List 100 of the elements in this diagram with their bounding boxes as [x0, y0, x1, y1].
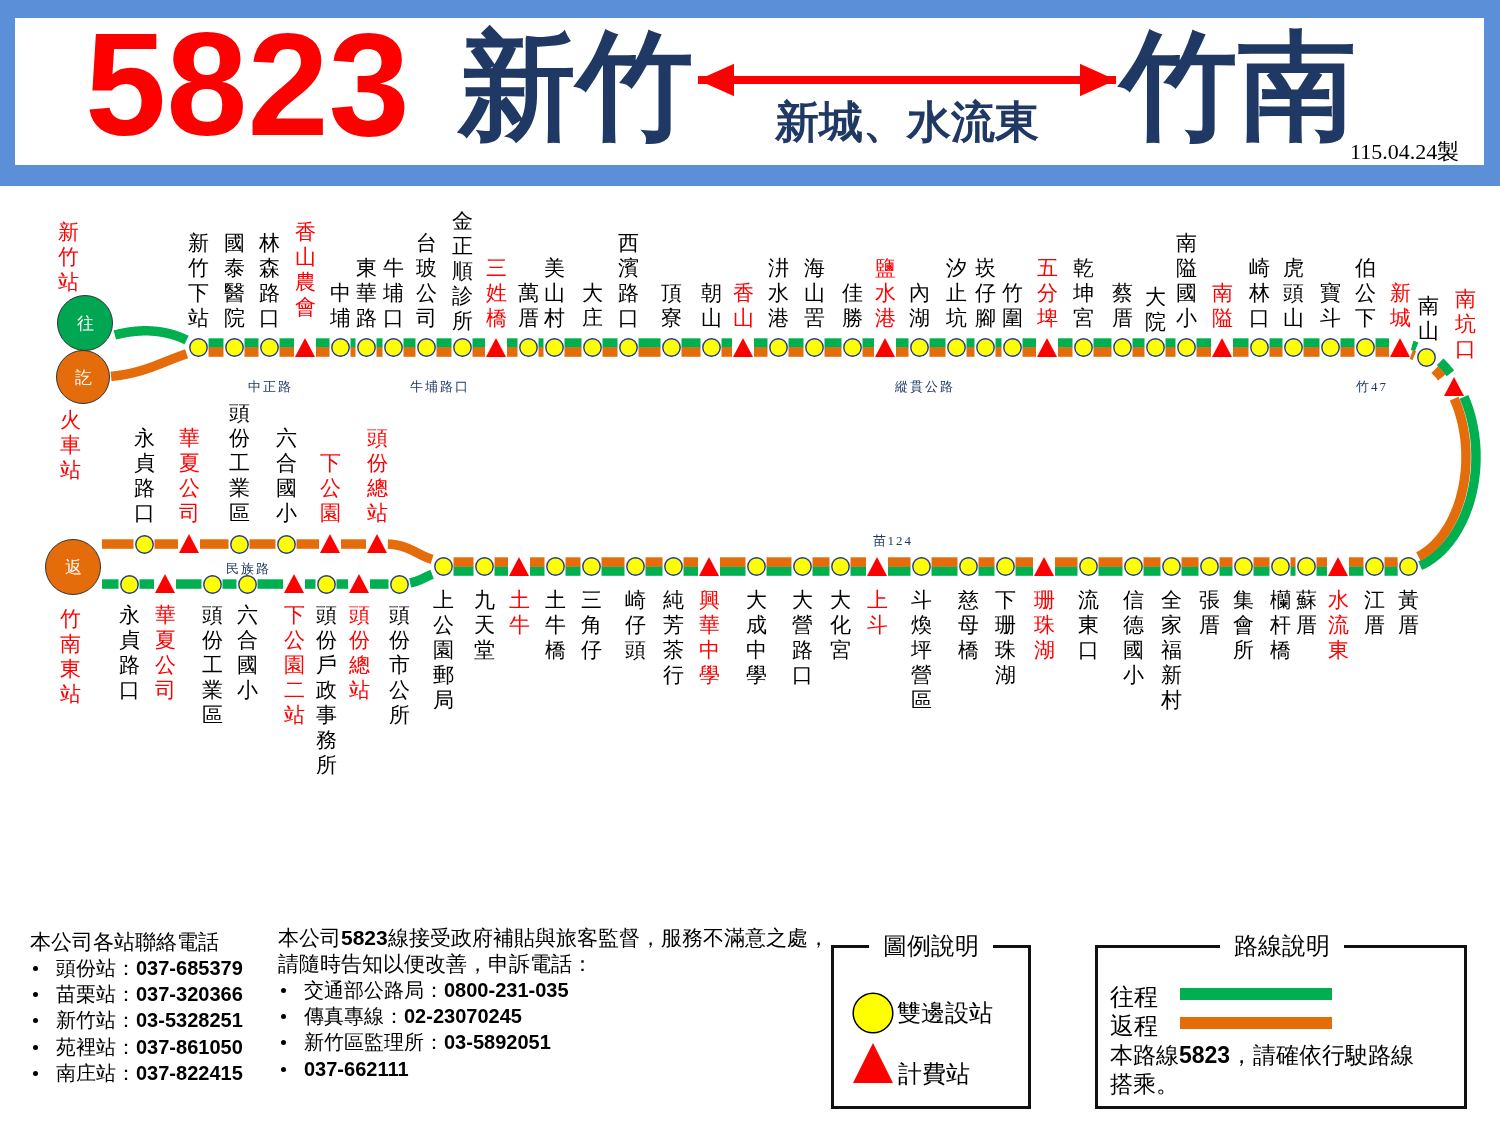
- station-name: 六合國小: [274, 426, 298, 526]
- route-line: [1093, 347, 1112, 357]
- route-line: [403, 338, 416, 348]
- road-name: 民族路: [225, 561, 271, 577]
- stop-dot-icon: [259, 338, 279, 357]
- route-line: [296, 539, 319, 549]
- route-line: [376, 338, 383, 348]
- route-note: 本路線5823，請確依行駛路線搭乘。: [1110, 1041, 1416, 1099]
- phone-list-item: 新竹區監理所：03-5892051: [279, 1029, 551, 1056]
- route-line: [1349, 566, 1364, 576]
- station-name: 南隘: [1210, 281, 1234, 331]
- stop-dot-icon: [188, 338, 208, 357]
- fare-triangle-icon: [1034, 556, 1054, 576]
- route-line: [1418, 395, 1481, 570]
- station-name: 斗煥坪營區: [909, 588, 933, 713]
- route-line: [1143, 566, 1161, 576]
- route-line: [1316, 566, 1327, 576]
- stop-dot-icon: [946, 338, 966, 357]
- station-name: 朝山: [699, 281, 723, 331]
- route-line: [931, 557, 958, 567]
- station-name: 土牛: [507, 588, 531, 638]
- station-name: 頭份工業區: [227, 401, 251, 526]
- station-name: 水流東: [1326, 588, 1350, 663]
- station-name: 集會所: [1231, 588, 1255, 663]
- stop-dot-icon: [830, 557, 850, 576]
- route-line: [754, 347, 768, 357]
- route-line: [850, 566, 866, 576]
- station-name: 萬厝: [516, 281, 540, 331]
- route-line: [1058, 347, 1073, 357]
- legend-label: 雙邊設站: [897, 998, 993, 1028]
- station-name: 慈母橋: [956, 588, 980, 663]
- route-line: [1290, 566, 1296, 576]
- route-line: [812, 557, 830, 567]
- route-line: [316, 347, 330, 357]
- station-name: 頂寮: [659, 281, 683, 331]
- station-name: 九天堂: [472, 588, 496, 663]
- route-line: [370, 579, 389, 589]
- stop-dot-icon: [792, 557, 812, 576]
- station-name: 新城: [1388, 281, 1412, 331]
- fare-triangle-icon: [1212, 337, 1232, 357]
- route-line: [683, 557, 698, 567]
- route-line: [1196, 347, 1211, 357]
- stop-dot-icon: [1199, 557, 1219, 576]
- route-line: [1022, 338, 1036, 348]
- station-name: 信德國小: [1121, 588, 1145, 688]
- route-line: [1303, 338, 1320, 348]
- stop-dot-icon: [383, 338, 403, 357]
- route-line: [453, 557, 474, 567]
- station-name: 全家福新村: [1159, 588, 1183, 713]
- route-line: [1349, 557, 1364, 567]
- route-line: [409, 569, 434, 588]
- route-line: [929, 338, 946, 348]
- phone-list-item: 交通部公路局：0800-231-035: [279, 977, 569, 1003]
- road-name: 中正路: [247, 379, 293, 395]
- route-line: [824, 347, 842, 357]
- route-line: [1181, 557, 1199, 567]
- station-name: 大成中學: [744, 588, 768, 688]
- station-name: 寶斗: [1318, 281, 1342, 331]
- stop-dot-icon: [356, 338, 376, 357]
- route-line: [1219, 557, 1233, 567]
- stop-dot-icon: [416, 338, 436, 357]
- panel-title: 圖例說明: [869, 931, 993, 961]
- panel-title: 路線說明: [1220, 931, 1344, 961]
- station-name: 南坑口: [1453, 287, 1477, 362]
- stop-dot-icon: [661, 338, 681, 357]
- phone-list-item: 苗栗站：037-320366: [31, 981, 243, 1008]
- route-line: [1409, 350, 1417, 361]
- station-name: 林森路口: [257, 231, 281, 331]
- station-name: 海山罟: [802, 256, 826, 331]
- route-line: [862, 347, 874, 357]
- station-name: 張厝: [1197, 588, 1221, 638]
- station-name: 崎林口: [1247, 256, 1271, 331]
- route-line: [102, 579, 119, 589]
- station-name: 台玻公司: [414, 231, 438, 331]
- route-line: [681, 347, 701, 357]
- station-name: 頭份戶政事務所: [314, 603, 338, 778]
- fare-triangle-icon: [733, 337, 753, 357]
- stop-dot-icon: [229, 534, 249, 554]
- station-name: 東華路: [354, 256, 378, 331]
- stop-dot-icon: [842, 338, 862, 357]
- stop-dot-icon: [581, 557, 601, 576]
- route-line: [453, 566, 474, 576]
- route-line: [336, 579, 348, 589]
- station-name: 美山村: [542, 256, 566, 331]
- stop-dot-icon: [474, 557, 494, 576]
- station-name: 西濱路口: [616, 231, 640, 331]
- route-line: [1196, 338, 1211, 348]
- station-name: 頭份總站: [365, 426, 389, 526]
- route-line: [1098, 557, 1123, 567]
- stop-dot-icon: [134, 534, 154, 554]
- station-name: 乾坤宮: [1071, 256, 1095, 331]
- route-line: [1015, 557, 1033, 567]
- route-line: [683, 566, 698, 576]
- station-name: 五分埤: [1035, 256, 1059, 331]
- stop-dot-icon: [316, 574, 336, 594]
- stop-dot-icon: [995, 557, 1015, 576]
- route-line: [472, 347, 485, 357]
- fare-triangle-icon: [1328, 556, 1348, 576]
- station-name: 純芳茶行: [661, 588, 685, 688]
- stop-dot-icon: [276, 534, 296, 554]
